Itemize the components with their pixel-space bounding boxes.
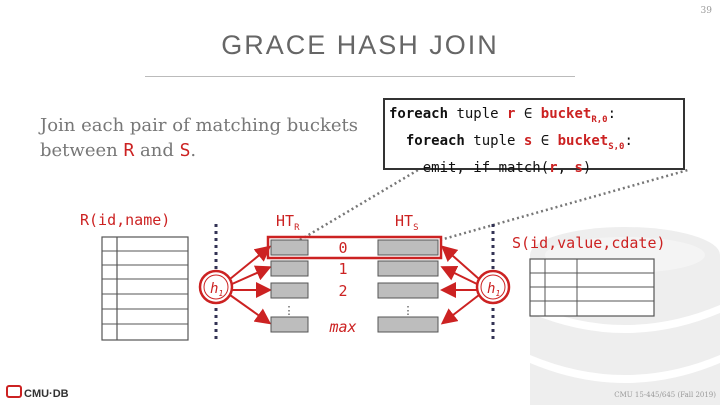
r-table bbox=[101, 236, 189, 341]
s-table bbox=[529, 258, 655, 317]
s-table-label: S(id,value,cdate) bbox=[512, 234, 666, 252]
desc-s: S bbox=[179, 140, 191, 161]
ht-r-label: HTR bbox=[276, 212, 300, 233]
slide-number: 39 bbox=[700, 6, 712, 16]
ht-s-ellipsis: ⋮ bbox=[403, 304, 414, 317]
desc-between: between bbox=[40, 140, 124, 161]
r-table-label: R(id,name) bbox=[80, 211, 170, 229]
hash-function-left bbox=[198, 269, 234, 305]
ht-s-buckets bbox=[377, 239, 439, 333]
bucket-2-label: 2 bbox=[338, 282, 347, 300]
desc-period: . bbox=[190, 140, 197, 161]
title-divider bbox=[145, 76, 575, 77]
logo-icon bbox=[6, 385, 22, 398]
ht-s-label: HTS bbox=[395, 212, 418, 233]
course-label: CMU 15-445/645 (Fall 2019) bbox=[614, 391, 716, 399]
hash-function-right bbox=[475, 269, 511, 305]
code-line-1: foreach tuple r ∈ bucketR,0: bbox=[389, 106, 617, 125]
bucket-1-label: 1 bbox=[338, 260, 347, 278]
hash-right-label: h1 bbox=[487, 281, 500, 298]
cmu-db-logo: CMU·DB bbox=[6, 385, 69, 400]
code-callout: foreach tuple r ∈ bucketR,0: foreach tup… bbox=[383, 98, 685, 176]
code-line-2: foreach tuple s ∈ bucketS,0: bbox=[405, 132, 633, 152]
bucket-0-highlight bbox=[266, 235, 443, 260]
desc-and: and bbox=[134, 140, 180, 161]
hash-arrows bbox=[229, 245, 480, 325]
hash-left-label: h1 bbox=[210, 281, 223, 298]
code-line-3: emit, if match(r, s) bbox=[422, 159, 592, 176]
description-text: Join each pair of matching buckets betwe… bbox=[40, 113, 380, 163]
desc-line-1: Join each pair of matching buckets bbox=[40, 115, 358, 136]
ht-r-ellipsis: ⋮ bbox=[284, 304, 295, 317]
callout-line-right bbox=[439, 168, 689, 242]
ht-r-buckets bbox=[270, 239, 309, 333]
bucket-0-label: 0 bbox=[338, 239, 347, 257]
bucket-max-label: max bbox=[328, 318, 356, 336]
page-title: GRACE HASH JOIN bbox=[221, 30, 499, 60]
desc-r: R bbox=[123, 140, 135, 161]
